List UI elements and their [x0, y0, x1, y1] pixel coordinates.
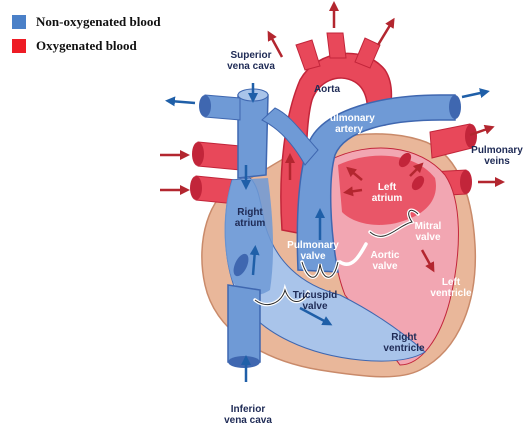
label-line: Right	[237, 207, 263, 218]
right-atrium	[225, 178, 274, 295]
superior-vena-cava	[238, 95, 268, 178]
label-line: Right	[391, 332, 417, 343]
label-line: ventricle	[383, 343, 425, 354]
label-line: atrium	[372, 193, 403, 204]
label-line: Pulmonary	[471, 145, 523, 156]
label-line: vena cava	[224, 415, 272, 426]
label-line: Tricuspid	[293, 290, 337, 301]
label-line: Aortic	[371, 250, 400, 261]
label-line: valve	[302, 301, 327, 312]
inferior-vena-cava	[228, 285, 260, 362]
label-line: Pulmonary	[323, 113, 375, 124]
label-line: Superior	[230, 50, 271, 61]
label-line: Left	[442, 277, 461, 288]
label-line: vena cava	[227, 61, 275, 72]
label-line: Left	[378, 182, 397, 193]
label-line: artery	[335, 124, 363, 135]
label-line: veins	[484, 156, 510, 167]
aorta-branch-2	[327, 33, 346, 58]
label-line: Pulmonary	[287, 240, 339, 251]
aorta-branch-1	[296, 40, 320, 70]
label-line: valve	[415, 232, 440, 243]
label-line: Mitral	[415, 221, 442, 232]
label-line: Inferior	[231, 404, 266, 415]
label-aorta: Aorta	[314, 84, 341, 95]
label-line: valve	[372, 261, 397, 272]
label-line: valve	[300, 251, 325, 262]
label-line: Aorta	[314, 84, 341, 95]
label-line: atrium	[235, 218, 266, 229]
label-line: ventricle	[430, 288, 472, 299]
